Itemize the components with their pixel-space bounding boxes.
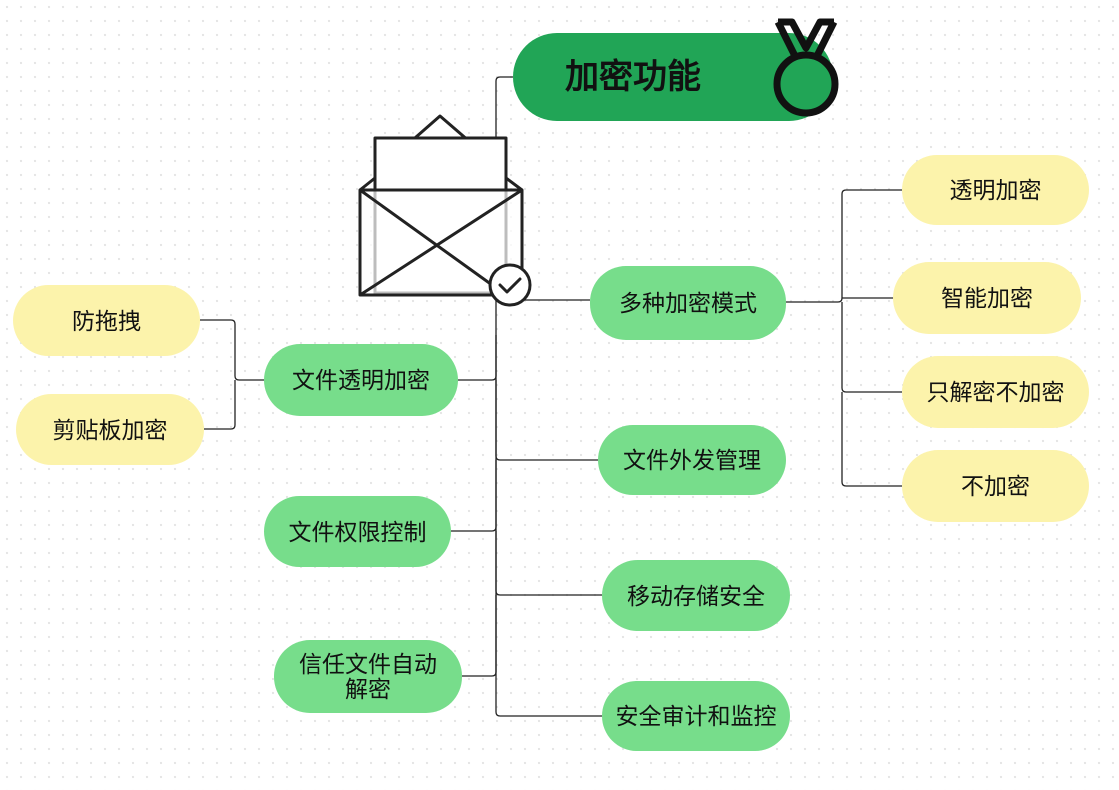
branch-encryption-modes[interactable]: 多种加密模式	[590, 266, 786, 340]
branch-permission-control[interactable]: 文件权限控制	[264, 496, 451, 567]
leaf-clipboard-encryption[interactable]: 剪贴板加密	[16, 394, 204, 465]
connector-drag-prevent	[200, 319, 264, 381]
leaf-label: 剪贴板加密	[52, 416, 168, 443]
leaf-label: 不加密	[961, 473, 1030, 499]
branch-label: 文件透明加密	[292, 367, 430, 393]
branch-audit-monitor[interactable]: 安全审计和监控	[602, 681, 790, 751]
root-title: 加密功能	[565, 58, 701, 96]
branch-label: 移动存储安全	[627, 582, 765, 609]
leaf-transparent-encryption[interactable]: 透明加密	[902, 155, 1089, 225]
leaf-smart-encryption[interactable]: 智能加密	[893, 262, 1081, 334]
branch-label: 安全审计和监控	[615, 703, 777, 729]
branch-label: 文件外发管理	[623, 447, 761, 473]
connector-permission-control	[451, 380, 497, 532]
leaf-no-encryption[interactable]: 不加密	[902, 450, 1089, 522]
leaf-decrypt-only[interactable]: 只解密不加密	[902, 356, 1089, 428]
branch-transparent-encryption[interactable]: 文件透明加密	[264, 344, 458, 416]
connector-mode-3	[841, 302, 902, 393]
leaf-label: 只解密不加密	[926, 379, 1065, 405]
branch-file-outbound[interactable]: 文件外发管理	[598, 425, 786, 495]
connector-root	[495, 76, 513, 140]
leaf-drag-prevention[interactable]: 防拖拽	[13, 285, 200, 356]
leaf-label: 防拖拽	[72, 307, 141, 334]
medal-icon	[773, 18, 839, 117]
branch-mobile-storage[interactable]: 移动存储安全	[602, 560, 790, 631]
branch-label: 信任文件自动解密	[299, 650, 437, 702]
leaf-label: 智能加密	[941, 285, 1033, 311]
connector-audit	[495, 595, 602, 717]
branch-label: 多种加密模式	[619, 290, 757, 316]
branch-label: 文件权限控制	[288, 518, 427, 545]
leaf-label: 透明加密	[949, 177, 1042, 203]
connector-trusted-decrypt	[462, 531, 497, 677]
branch-trusted-auto-decrypt[interactable]: 信任文件自动解密	[274, 640, 462, 713]
connector-clipboard	[204, 380, 236, 430]
connector-mode-4	[841, 392, 902, 487]
connector-mode-1	[785, 189, 902, 303]
connector-transparent-encryption	[458, 300, 497, 381]
